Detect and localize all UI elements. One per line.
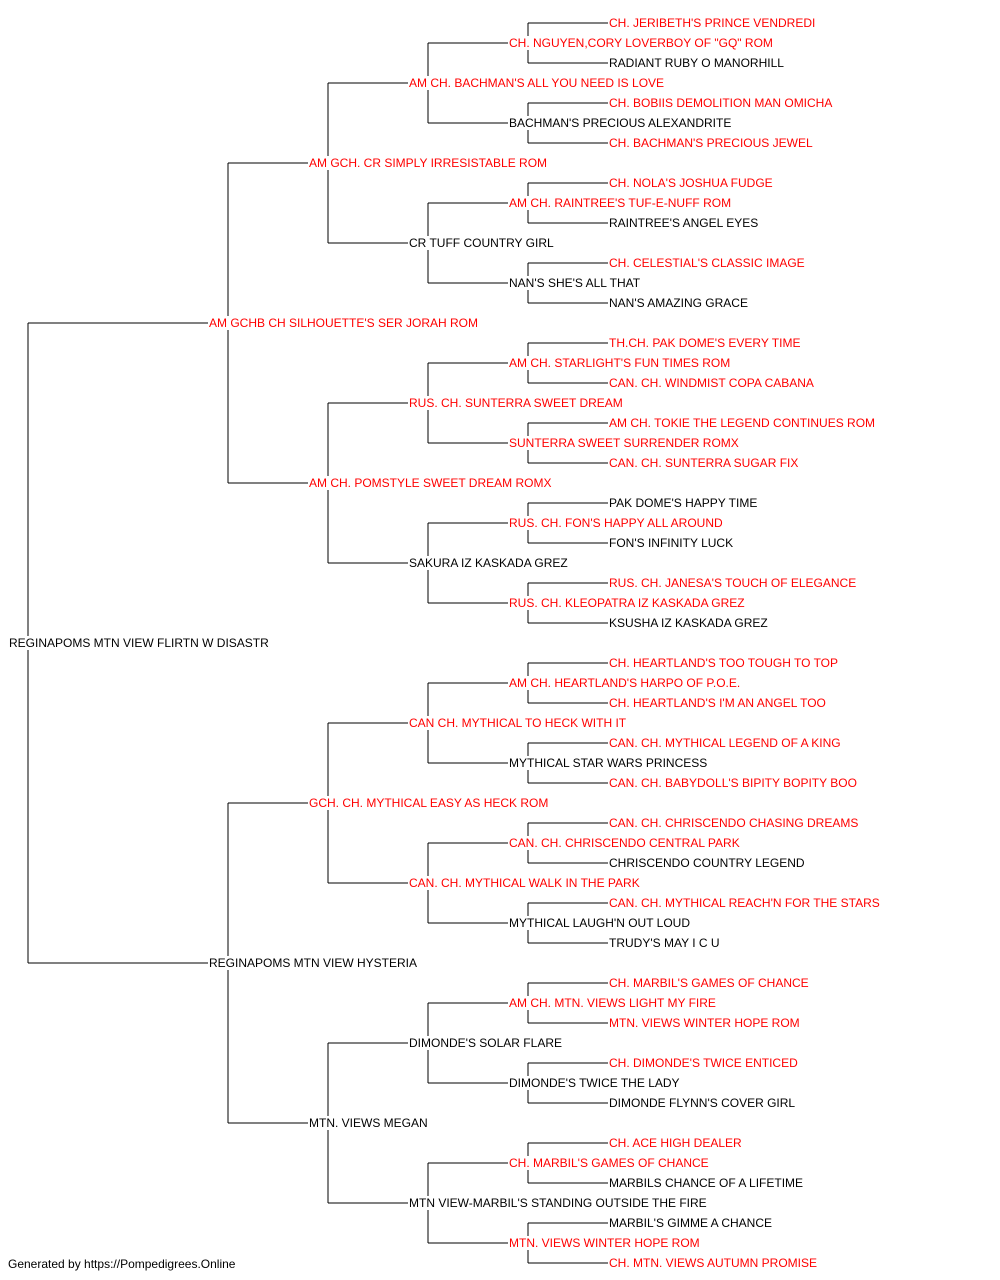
dog-pedigree-dam-dam-dam-dam-dam[interactable]: CH. MTN. VIEWS AUTUMN PROMISE (608, 1256, 819, 1270)
dog-pedigree[interactable]: REGINAPOMS MTN VIEW FLIRTN W DISASTR (8, 636, 270, 650)
dog-pedigree-dam-dam-dam[interactable]: MTN VIEW-MARBIL'S STANDING OUTSIDE THE F… (408, 1196, 708, 1210)
dog-pedigree-sire-sire-sire-dam-dam[interactable]: CH. BACHMAN'S PRECIOUS JEWEL (608, 136, 814, 150)
dog-pedigree-dam-sire-dam-sire[interactable]: CAN. CH. CHRISCENDO CENTRAL PARK (508, 836, 741, 850)
dog-pedigree-dam-dam-sire-dam[interactable]: DIMONDE'S TWICE THE LADY (508, 1076, 681, 1090)
dog-pedigree-sire-dam-sire-sire-dam[interactable]: CAN. CH. WINDMIST COPA CABANA (608, 376, 815, 390)
dog-pedigree-dam-dam-dam-sire-dam[interactable]: MARBILS CHANCE OF A LIFETIME (608, 1176, 805, 1190)
dog-pedigree-sire-dam-sire-sire-sire[interactable]: TH.CH. PAK DOME'S EVERY TIME (608, 336, 802, 350)
dog-pedigree-dam-dam-sire-sire[interactable]: AM CH. MTN. VIEWS LIGHT MY FIRE (508, 996, 717, 1010)
dog-pedigree-sire-dam-dam[interactable]: SAKURA IZ KASKADA GREZ (408, 556, 569, 570)
dog-pedigree-sire-sire-sire-dam[interactable]: BACHMAN'S PRECIOUS ALEXANDRITE (508, 116, 733, 130)
dog-pedigree-sire-dam-sire[interactable]: RUS. CH. SUNTERRA SWEET DREAM (408, 396, 624, 410)
dog-pedigree-sire-sire-sire-sire-dam[interactable]: RADIANT RUBY O MANORHILL (608, 56, 785, 70)
dog-pedigree-dam-dam-sire-sire-dam[interactable]: MTN. VIEWS WINTER HOPE ROM (608, 1016, 801, 1030)
dog-pedigree-sire-sire-sire-dam-sire[interactable]: CH. BOBIIS DEMOLITION MAN OMICHA (608, 96, 834, 110)
dog-pedigree-sire-sire-dam-dam-sire[interactable]: CH. CELESTIAL'S CLASSIC IMAGE (608, 256, 806, 270)
dog-pedigree-dam-sire-dam-sire-sire[interactable]: CAN. CH. CHRISCENDO CHASING DREAMS (608, 816, 860, 830)
dog-pedigree-dam-dam-sire-dam-dam[interactable]: DIMONDE FLYNN'S COVER GIRL (608, 1096, 797, 1110)
dog-pedigree-sire-dam-dam-sire-dam[interactable]: FON'S INFINITY LUCK (608, 536, 735, 550)
dog-pedigree-sire-sire[interactable]: AM GCH. CR SIMPLY IRRESISTABLE ROM (308, 156, 549, 170)
footer-credit: Generated by https://Pompedigrees.Online (8, 1257, 236, 1271)
dog-pedigree-dam-sire-dam-sire-dam[interactable]: CHRISCENDO COUNTRY LEGEND (608, 856, 806, 870)
dog-pedigree-sire-dam-dam-dam-dam[interactable]: KSUSHA IZ KASKADA GREZ (608, 616, 769, 630)
dog-pedigree-dam-dam[interactable]: MTN. VIEWS MEGAN (308, 1116, 429, 1130)
dog-pedigree-dam-dam-dam-sire[interactable]: CH. MARBIL'S GAMES OF CHANCE (508, 1156, 710, 1170)
dog-pedigree-dam-sire-dam-dam-sire[interactable]: CAN. CH. MYTHICAL REACH'N FOR THE STARS (608, 896, 881, 910)
dog-pedigree-sire-dam-sire-dam-sire[interactable]: AM CH. TOKIE THE LEGEND CONTINUES ROM (608, 416, 877, 430)
dog-pedigree-sire-sire-dam-sire[interactable]: AM CH. RAINTREE'S TUF-E-NUFF ROM (508, 196, 733, 210)
dog-pedigree-dam-sire-sire-dam[interactable]: MYTHICAL STAR WARS PRINCESS (508, 756, 709, 770)
dog-pedigree-sire-dam-dam-dam-sire[interactable]: RUS. CH. JANESA'S TOUCH OF ELEGANCE (608, 576, 858, 590)
dog-pedigree-dam-dam-dam-sire-sire[interactable]: CH. ACE HIGH DEALER (608, 1136, 743, 1150)
dog-pedigree-dam-dam-dam-dam[interactable]: MTN. VIEWS WINTER HOPE ROM (508, 1236, 701, 1250)
dog-pedigree-sire-dam-dam-sire[interactable]: RUS. CH. FON'S HAPPY ALL AROUND (508, 516, 724, 530)
dog-pedigree-dam-dam-sire-sire-sire[interactable]: CH. MARBIL'S GAMES OF CHANCE (608, 976, 810, 990)
dog-pedigree-sire-dam-sire-dam[interactable]: SUNTERRA SWEET SURRENDER ROMX (508, 436, 740, 450)
dog-pedigree-sire-sire-dam-sire-sire[interactable]: CH. NOLA'S JOSHUA FUDGE (608, 176, 774, 190)
dog-pedigree-dam-sire-sire-dam-sire[interactable]: CAN. CH. MYTHICAL LEGEND OF A KING (608, 736, 842, 750)
dog-pedigree-dam-sire-sire-sire-dam[interactable]: CH. HEARTLAND'S I'M AN ANGEL TOO (608, 696, 827, 710)
dog-pedigree-sire-sire-sire-sire[interactable]: CH. NGUYEN,CORY LOVERBOY OF "GQ" ROM (508, 36, 774, 50)
dog-pedigree-sire-dam[interactable]: AM CH. POMSTYLE SWEET DREAM ROMX (308, 476, 553, 490)
dog-pedigree-sire-sire-sire-sire-sire[interactable]: CH. JERIBETH'S PRINCE VENDREDI (608, 16, 817, 30)
dog-pedigree-dam[interactable]: REGINAPOMS MTN VIEW HYSTERIA (208, 956, 419, 970)
dog-pedigree-dam-dam-sire[interactable]: DIMONDE'S SOLAR FLARE (408, 1036, 563, 1050)
dog-pedigree-dam-sire-dam-dam-dam[interactable]: TRUDY'S MAY I C U (608, 936, 721, 950)
dog-pedigree-dam-sire-sire-sire[interactable]: AM CH. HEARTLAND'S HARPO OF P.O.E. (508, 676, 742, 690)
dog-pedigree-sire-dam-dam-sire-sire[interactable]: PAK DOME'S HAPPY TIME (608, 496, 759, 510)
dog-pedigree-sire-dam-sire-dam-dam[interactable]: CAN. CH. SUNTERRA SUGAR FIX (608, 456, 800, 470)
dog-pedigree-dam-dam-sire-dam-sire[interactable]: CH. DIMONDE'S TWICE ENTICED (608, 1056, 799, 1070)
dog-pedigree-dam-dam-dam-dam-sire[interactable]: MARBIL'S GIMME A CHANCE (608, 1216, 773, 1230)
dog-pedigree-dam-sire-sire[interactable]: CAN CH. MYTHICAL TO HECK WITH IT (408, 716, 628, 730)
dog-pedigree-sire-dam-dam-dam[interactable]: RUS. CH. KLEOPATRA IZ KASKADA GREZ (508, 596, 746, 610)
dog-pedigree-dam-sire[interactable]: GCH. CH. MYTHICAL EASY AS HECK ROM (308, 796, 550, 810)
dog-pedigree-sire[interactable]: AM GCHB CH SILHOUETTE'S SER JORAH ROM (208, 316, 479, 330)
dog-pedigree-sire-sire-sire[interactable]: AM CH. BACHMAN'S ALL YOU NEED IS LOVE (408, 76, 666, 90)
dog-pedigree-sire-dam-sire-sire[interactable]: AM CH. STARLIGHT'S FUN TIMES ROM (508, 356, 732, 370)
dog-pedigree-dam-sire-sire-dam-dam[interactable]: CAN. CH. BABYDOLL'S BIPITY BOPITY BOO (608, 776, 858, 790)
dog-pedigree-sire-sire-dam-dam[interactable]: NAN'S SHE'S ALL THAT (508, 276, 642, 290)
dog-pedigree-sire-sire-dam[interactable]: CR TUFF COUNTRY GIRL (408, 236, 555, 250)
dog-pedigree-dam-sire-dam-dam[interactable]: MYTHICAL LAUGH'N OUT LOUD (508, 916, 691, 930)
dog-pedigree-dam-sire-sire-sire-sire[interactable]: CH. HEARTLAND'S TOO TOUGH TO TOP (608, 656, 840, 670)
dog-pedigree-dam-sire-dam[interactable]: CAN. CH. MYTHICAL WALK IN THE PARK (408, 876, 641, 890)
dog-pedigree-sire-sire-dam-sire-dam[interactable]: RAINTREE'S ANGEL EYES (608, 216, 760, 230)
dog-pedigree-sire-sire-dam-dam-dam[interactable]: NAN'S AMAZING GRACE (608, 296, 749, 310)
